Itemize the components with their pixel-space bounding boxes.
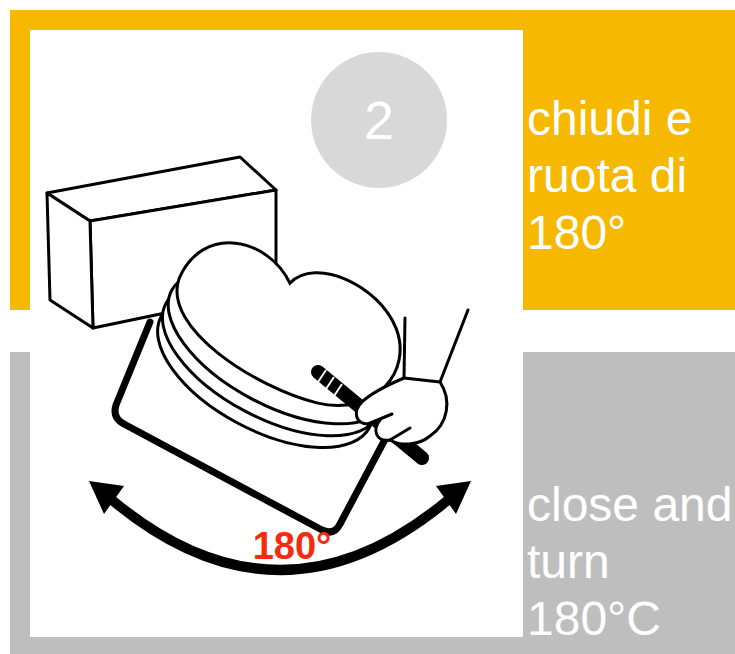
step-number: 2 <box>311 91 447 149</box>
step-circle: 2 <box>311 52 447 188</box>
circle-shape <box>311 52 447 188</box>
instruction-text: chiudi e ruota di 180° <box>527 90 735 261</box>
instruction-text: close and turn 180°C <box>527 476 735 647</box>
angle-label: 180° <box>226 524 358 568</box>
caption-band: close and turn 180°C <box>10 352 735 654</box>
